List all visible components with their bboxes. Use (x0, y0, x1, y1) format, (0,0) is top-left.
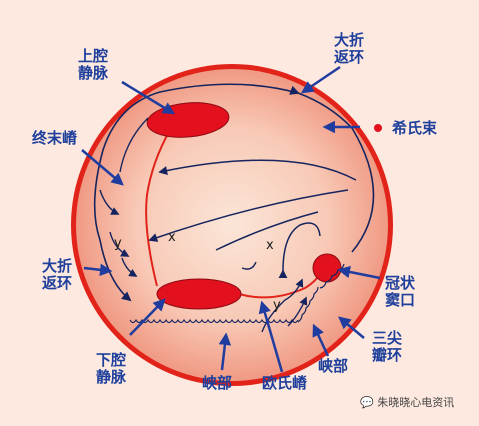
watermark-text: 朱晓晓心电资讯 (377, 396, 455, 409)
label-big-folding-left-line1: 大折 (42, 257, 73, 275)
watermark: 💬 朱晓晓心电资讯 (360, 394, 454, 410)
label-big-folding-left: 大折 返环 (42, 258, 72, 292)
label-his-bundle: 希氏束 (392, 119, 438, 137)
label-svc-line1: 上腔 (78, 47, 109, 65)
marker-x-right: x (266, 238, 274, 253)
label-ivc: 下腔 静脉 (96, 352, 126, 386)
arrow-svc (121, 80, 176, 115)
label-tricuspid: 三尖 瓣环 (372, 330, 402, 364)
arrow-crista (81, 149, 124, 186)
arrow-eustachian (258, 300, 284, 373)
small-arc-center (241, 261, 257, 270)
label-ivc-line2: 静脉 (96, 368, 127, 386)
arrow-isthmus-left (218, 332, 232, 371)
circuit-arc-3 (215, 211, 319, 251)
annulus-right-wavy (297, 286, 319, 323)
chat-bubble-icon: 💬 (360, 396, 374, 409)
marker-y-left: y (114, 236, 122, 251)
arrow-coronary-sinus (337, 265, 381, 280)
crista-arrow-top (119, 117, 149, 173)
label-isthmus-right: 峡部 (318, 357, 349, 375)
label-tricuspid-line2: 瓣环 (372, 346, 403, 364)
label-coronary-sinus-line2: 窦口 (385, 291, 416, 309)
arrow-ivc (129, 298, 166, 336)
circuit-arc-2 (148, 189, 349, 242)
label-big-folding-top-line2: 返环 (334, 48, 365, 66)
label-eustachian-ridge: 欧氏嵴 (262, 374, 308, 392)
right-atrium-disk (76, 69, 388, 381)
arrow-big-folding-left (83, 263, 113, 277)
crista-terminalis-line (145, 129, 171, 287)
isthmus-y-arrow-2 (287, 296, 308, 327)
label-ivc-line1: 下腔 (96, 351, 127, 369)
label-big-folding-top: 大折 返环 (334, 32, 364, 66)
circuit-hook-right (278, 222, 321, 279)
arrow-big-folding-top (300, 65, 341, 94)
isthmus-wavy-line (129, 318, 299, 324)
label-isthmus-left: 峡部 (202, 374, 233, 392)
inferior-vena-cava (156, 278, 242, 310)
his-bundle-dot (374, 124, 382, 132)
crista-arrow-left-2 (109, 231, 130, 257)
label-big-folding-left-line2: 返环 (42, 274, 73, 292)
label-svc-line2: 静脉 (78, 64, 109, 82)
coronary-sinus-ostium (312, 253, 342, 283)
label-crista-terminalis: 终末嵴 (32, 129, 78, 147)
label-coronary-sinus: 冠状 窦口 (385, 275, 415, 309)
crista-arrow-left-3 (121, 257, 138, 277)
label-svc: 上腔 静脉 (78, 48, 108, 82)
arrow-tricuspid (338, 316, 365, 339)
big-reentry-top-path (93, 83, 299, 241)
label-coronary-sinus-line1: 冠状 (385, 274, 416, 292)
label-tricuspid-line1: 三尖 (372, 329, 403, 347)
big-reentry-outer-path (289, 85, 375, 253)
circuit-arc-1 (158, 159, 357, 181)
marker-x-left: x (168, 230, 176, 245)
arrow-isthmus-right (312, 323, 330, 357)
crista-arrow-left-1 (99, 189, 120, 215)
label-big-folding-top-line1: 大折 (334, 31, 365, 49)
marker-y-right: y (273, 298, 281, 313)
